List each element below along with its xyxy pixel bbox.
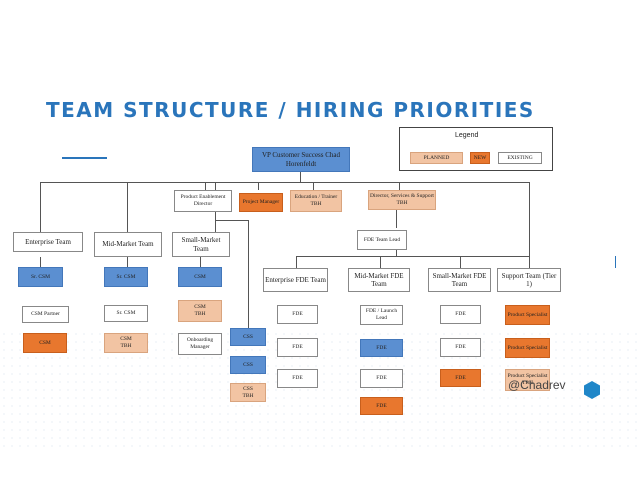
mid-market-csm-planned-tbh: TBH <box>120 343 132 349</box>
small-market-csm-planned: CSM TBH <box>178 300 222 322</box>
mid-market-fde-3: FDE <box>360 369 403 388</box>
enterprise-fde-3: FDE <box>277 369 318 388</box>
enterprise-fde-2: FDE <box>277 338 318 357</box>
connector <box>40 182 41 232</box>
enterprise-team: Enterprise Team <box>13 232 83 252</box>
connector <box>40 182 529 183</box>
product-enablement-director: Product Enablement Director <box>174 190 232 212</box>
title-accent-line <box>62 157 107 159</box>
css-2: CSS <box>230 356 266 374</box>
enterprise-fde-1: FDE <box>277 305 318 324</box>
project-manager: Project Manager <box>239 193 283 212</box>
connector <box>205 182 206 190</box>
connector <box>460 256 461 268</box>
mid-market-fde-4-new: FDE <box>360 397 403 415</box>
product-specialist-3-label: Product Specialist <box>507 373 548 380</box>
connector <box>300 172 301 182</box>
connector <box>529 182 530 268</box>
connector <box>313 182 314 190</box>
support-team-tier1: Support Team (Tier 1) <box>497 268 561 292</box>
product-specialist-2: Product Specialist <box>505 338 550 358</box>
css-3-tbh: TBH <box>242 392 254 399</box>
mid-market-sr-csm-2: Sr. CSM <box>104 305 148 322</box>
enterprise-sr-csm: Sr. CSM <box>18 267 63 287</box>
connector <box>296 256 297 268</box>
mid-market-team: Mid-Market Team <box>94 232 162 257</box>
page-title: TEAM STRUCTURE / HIRING PRIORITIES <box>46 98 535 122</box>
connector <box>248 220 249 330</box>
connector <box>396 250 397 256</box>
enterprise-fde-team: Enterprise FDE Team <box>263 268 328 292</box>
education-trainer-tbh: TBH <box>310 201 322 207</box>
education-trainer-label: Education / Trainer <box>294 194 338 201</box>
mid-market-sr-csm: Sr. CSM <box>104 267 148 287</box>
connector <box>216 220 249 221</box>
small-market-fde-2: FDE <box>440 338 481 357</box>
onboarding-manager: Onboarding Manager <box>178 333 222 355</box>
product-specialist-3-tbh: TBH <box>522 380 533 386</box>
brand-logo-icon <box>584 381 600 399</box>
connector <box>258 182 259 190</box>
connector <box>380 256 381 268</box>
fde-team-lead: FDE Team Lead <box>357 230 407 250</box>
enterprise-csm-partner: CSM Partner <box>22 306 69 323</box>
legend-existing: EXISTING <box>498 152 542 164</box>
mid-market-csm-planned: CSM TBH <box>104 333 148 353</box>
connector <box>40 257 41 267</box>
legend-title: Legend <box>455 132 479 139</box>
enterprise-csm-new: CSM <box>23 333 67 353</box>
watermark-handle: @Chadrev <box>508 378 566 392</box>
fde-launch-lead: FDE / Launch Lead <box>360 305 403 325</box>
legend-planned: PLANNED <box>410 152 463 164</box>
small-market-fde-team: Small-Market FDE Team <box>428 268 491 292</box>
director-services-label: Director, Services & Support <box>370 193 434 200</box>
mid-market-fde-team: Mid-Market FDE Team <box>348 268 410 292</box>
director-services-tbh: TBH <box>396 200 408 206</box>
mid-market-csm-planned-label: CSM <box>120 336 132 343</box>
education-trainer: Education / Trainer TBH <box>290 190 342 212</box>
connector <box>399 182 400 190</box>
small-market-csm-planned-tbh: TBH <box>194 311 206 317</box>
connector <box>200 257 201 267</box>
vp-customer-success: VP Customer Success Chad Horenfeldt <box>252 147 350 172</box>
css-3-label: CSS <box>243 385 253 392</box>
edge-accent-line <box>615 256 616 268</box>
small-market-fde-1: FDE <box>440 305 481 324</box>
connector <box>296 256 529 257</box>
product-specialist-3-planned: Product Specialist TBH <box>505 369 550 391</box>
small-market-csm: CSM <box>178 267 222 287</box>
small-market-team: Small-Market Team <box>172 232 230 257</box>
small-market-fde-3-new: FDE <box>440 369 481 387</box>
connector <box>396 210 397 228</box>
css-3-planned: CSS TBH <box>230 383 266 402</box>
mid-market-fde-2: FDE <box>360 339 403 357</box>
connector <box>127 182 128 232</box>
small-market-csm-planned-label: CSM <box>194 304 206 311</box>
legend-new: NEW <box>470 152 490 164</box>
css-1: CSS <box>230 328 266 346</box>
director-services-support: Director, Services & Support TBH <box>368 190 436 210</box>
connector <box>127 257 128 267</box>
product-specialist-1: Product Specialist <box>505 305 550 325</box>
